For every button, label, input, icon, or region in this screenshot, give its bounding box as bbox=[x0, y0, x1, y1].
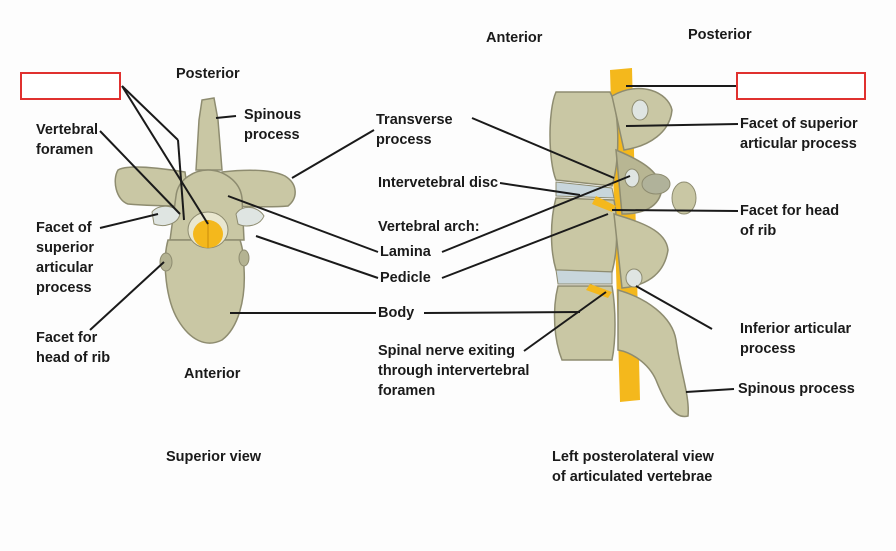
label-body: Body bbox=[378, 305, 415, 321]
label-anterior-top: Anterior bbox=[486, 30, 543, 46]
label-inferior-articular-line1: Inferior articular bbox=[740, 321, 852, 337]
label-facet-head-rib-right-line1: Facet for head bbox=[740, 203, 840, 219]
label-posterior-left: Posterior bbox=[176, 66, 240, 82]
label-transverse-process-line2: process bbox=[376, 132, 432, 148]
blank-label-box-left[interactable] bbox=[20, 72, 121, 100]
label-facet-superior-left-line2: superior bbox=[36, 240, 95, 256]
label-facet-head-rib-left-line2: head of rib bbox=[36, 350, 111, 366]
label-superior-view: Superior view bbox=[166, 449, 262, 465]
label-spinous-process-line2: process bbox=[244, 127, 300, 143]
label-lamina: Lamina bbox=[380, 244, 431, 260]
label-intervertebral-disc: Intervetebral disc bbox=[378, 175, 499, 191]
label-transverse-process-line1: Transverse bbox=[376, 112, 453, 128]
blank-label-box-right[interactable] bbox=[736, 72, 866, 100]
label-facet-head-rib-right-line2: of rib bbox=[740, 223, 777, 239]
label-spinous-process-right: Spinous process bbox=[738, 381, 855, 397]
label-facet-superior-left-line4: process bbox=[36, 280, 92, 296]
leader-lines bbox=[89, 85, 739, 393]
label-facet-head-rib-left-line1: Facet for bbox=[36, 330, 98, 346]
label-spinous-process-line1: Spinous bbox=[244, 107, 302, 123]
superior-view-vertebra bbox=[114, 97, 296, 344]
label-facet-superior-right-line2: articular process bbox=[740, 136, 857, 152]
label-facet-superior-left-line1: Facet of bbox=[36, 220, 92, 236]
label-vertebral-arch: Vertebral arch: bbox=[378, 219, 480, 235]
label-anterior-left: Anterior bbox=[184, 366, 241, 382]
label-inferior-articular-line2: process bbox=[740, 341, 796, 357]
label-spinal-nerve-line2: through intervertebral bbox=[378, 363, 530, 379]
label-left-posterolateral-line1: Left posterolateral view bbox=[552, 449, 714, 465]
label-facet-superior-right-line1: Facet of superior bbox=[740, 116, 858, 132]
label-spinal-nerve-line3: foramen bbox=[378, 383, 436, 399]
label-vertebral-foramen-line2: foramen bbox=[36, 142, 94, 158]
label-pedicle: Pedicle bbox=[380, 270, 431, 286]
label-vertebral-foramen-line1: Vertebral bbox=[36, 122, 99, 138]
label-facet-superior-left-line3: articular bbox=[36, 260, 94, 276]
label-spinal-nerve-line1: Spinal nerve exiting bbox=[378, 343, 515, 359]
label-posterior-top: Posterior bbox=[688, 27, 752, 43]
articulated-vertebrae bbox=[549, 68, 697, 418]
label-left-posterolateral-line2: of articulated vertebrae bbox=[552, 469, 713, 485]
